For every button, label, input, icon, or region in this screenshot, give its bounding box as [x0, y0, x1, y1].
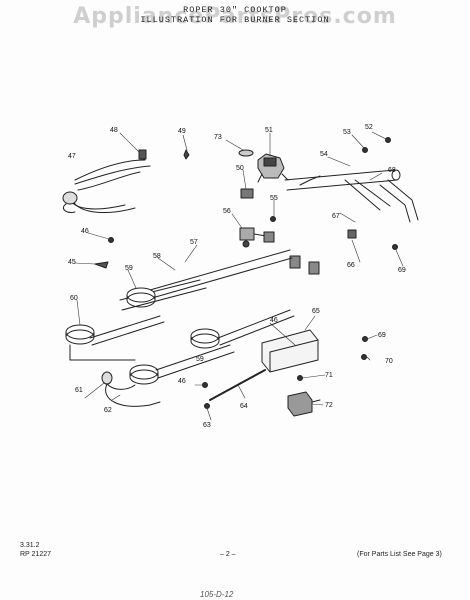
callout-60: 60 [70, 295, 78, 302]
orifice-fitting [347, 229, 357, 239]
callout-labels: 48 49 73 51 53 52 54 68 47 50 55 56 67 4… [68, 124, 406, 429]
watermark: AppliancePartsPros.com [73, 4, 397, 29]
valve-right-a [289, 255, 301, 269]
diagram-title: ROPER 30" COOKTOP [183, 5, 287, 15]
gas-manifold [284, 169, 419, 223]
diagram-subtitle: ILLUSTRATION FOR BURNER SECTION [140, 15, 330, 25]
callout-50: 50 [236, 165, 244, 172]
callout-52: 52 [365, 124, 373, 131]
burner-head-front-right [129, 344, 235, 385]
callout-59-bottom: 59 [196, 356, 204, 363]
callout-66: 66 [347, 262, 355, 269]
page-number: – 2 – [220, 551, 236, 558]
callout-72: 72 [325, 402, 333, 409]
burner-valve [239, 227, 267, 248]
small-clip [183, 149, 190, 160]
callout-51: 51 [265, 127, 273, 134]
screw-70 [361, 354, 367, 360]
hex-nut [240, 188, 254, 199]
burner-head-front-left [65, 315, 165, 361]
callout-69-lower: 69 [378, 332, 386, 339]
valve-right-b [308, 261, 320, 275]
doc-part-number: RP 21227 [20, 551, 52, 558]
pressure-regulator [257, 153, 289, 183]
leader-lines [74, 131, 404, 421]
callout-61: 61 [75, 387, 83, 394]
callout-46-bottom: 46 [178, 378, 186, 385]
callout-45: 45 [68, 259, 76, 266]
screw-55 [270, 216, 276, 222]
clip-45 [94, 261, 109, 269]
callout-67: 67 [332, 213, 340, 220]
callout-46-top: 46 [81, 228, 89, 235]
screw-46-top [108, 237, 114, 243]
callout-69-upper: 69 [398, 267, 406, 274]
wire-connector [138, 149, 147, 160]
callout-71: 71 [325, 372, 333, 379]
callout-65: 65 [312, 308, 320, 315]
parts-list-note: (For Parts List See Page 3) [357, 551, 442, 558]
spark-module [287, 391, 321, 417]
callout-59-top: 59 [125, 265, 133, 272]
callout-55: 55 [270, 195, 278, 202]
wire-harness [62, 159, 151, 213]
screw-53 [362, 147, 368, 153]
callout-49: 49 [178, 128, 186, 135]
callout-47: 47 [68, 153, 76, 160]
callout-64: 64 [240, 403, 248, 410]
washer [238, 149, 254, 157]
burner-head-rear-right [190, 309, 295, 349]
callout-57: 57 [190, 239, 198, 246]
callout-68: 68 [388, 167, 396, 174]
handwritten-note: 105-D-12 [200, 590, 234, 599]
spark-ignitor [101, 371, 113, 385]
callout-58: 58 [153, 253, 161, 260]
doc-code: 3.31.2 [20, 542, 40, 549]
rod [209, 369, 266, 401]
callout-63: 63 [203, 422, 211, 429]
valve-body [263, 231, 275, 243]
screw-69-upper [392, 244, 398, 250]
callout-62: 62 [104, 407, 112, 414]
callout-73: 73 [214, 134, 222, 141]
callout-48: 48 [110, 127, 118, 134]
ignitor-wire [105, 383, 161, 407]
burner-head-rear-left [126, 287, 156, 308]
callout-53: 53 [343, 129, 351, 136]
callout-70: 70 [385, 358, 393, 365]
callout-46-right: 46 [270, 317, 278, 324]
callout-54: 54 [320, 151, 328, 158]
mounting-bracket [261, 329, 319, 373]
callout-56: 56 [223, 208, 231, 215]
